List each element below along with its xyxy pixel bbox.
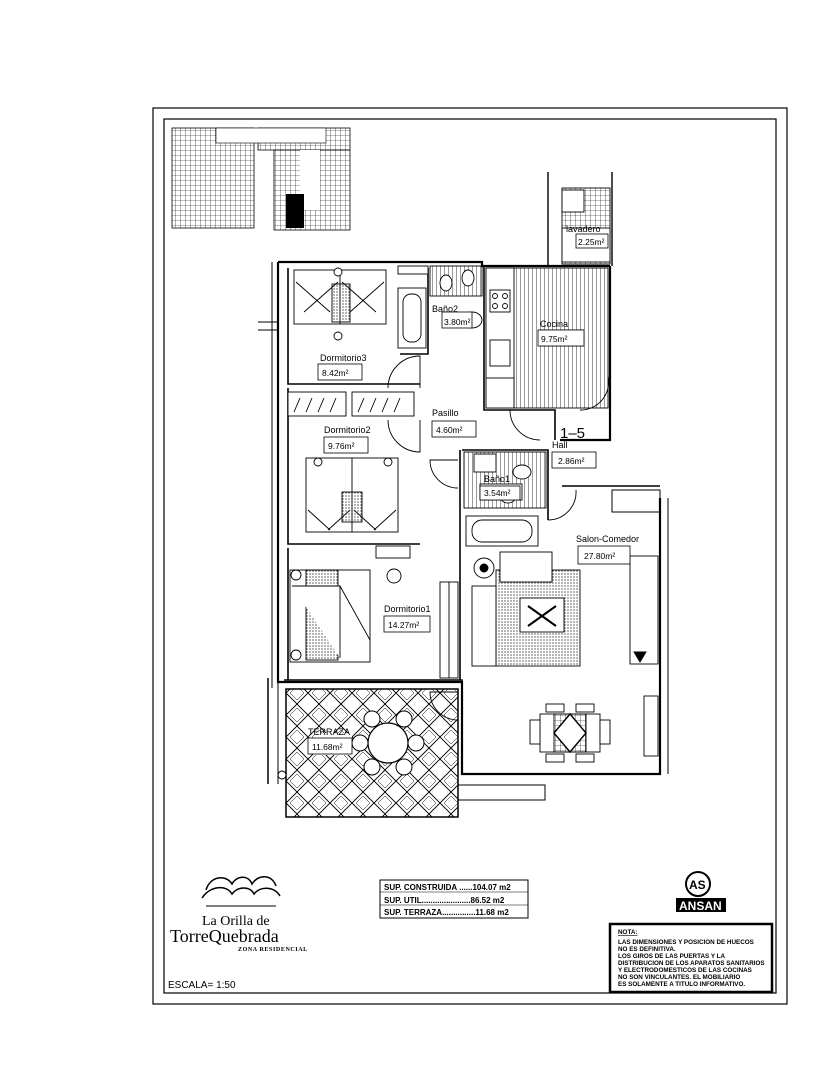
room-area-dormitorio3: 8.42m² bbox=[322, 368, 349, 378]
room-name-cocina: Cocina bbox=[540, 319, 568, 329]
dormitorio3-furniture bbox=[293, 267, 387, 341]
surface-util: SUP. UTIL......................86.52 m2 bbox=[384, 896, 505, 905]
sheet-frame bbox=[152, 107, 788, 1005]
key-plan-highlight bbox=[286, 194, 304, 228]
surface-table: SUP. CONSTRUIDA ......104.07 m2 SUP. UTI… bbox=[379, 879, 529, 919]
room-name-terraza: TERRAZA bbox=[308, 727, 350, 737]
dormitorio1-furniture bbox=[289, 569, 459, 679]
nota-line-2: NO ES DEFINITIVA. bbox=[618, 946, 676, 953]
wardrobes bbox=[287, 391, 415, 417]
room-area-salon: 27.80m² bbox=[584, 551, 615, 561]
room-area-dormitorio2: 9.76m² bbox=[328, 441, 355, 451]
key-plan bbox=[171, 127, 351, 231]
walls bbox=[258, 172, 669, 776]
nota-box: NOTA: LAS DIMENSIONES Y POSICION DE HUEC… bbox=[608, 922, 774, 994]
surface-construida: SUP. CONSTRUIDA ......104.07 m2 bbox=[384, 883, 511, 892]
room-area-terraza: 11.68m² bbox=[312, 742, 343, 752]
room-name-salon: Salon-Comedor bbox=[576, 534, 639, 544]
room-name-dormitorio3: Dormitorio3 bbox=[320, 353, 367, 363]
nota-line-1: LAS DIMENSIONES Y POSICION DE HUECOS bbox=[618, 939, 754, 946]
salon-furniture bbox=[471, 551, 659, 763]
ansan-name: ANSAN bbox=[679, 899, 722, 913]
room-area-cocina: 9.75m² bbox=[541, 334, 568, 344]
nota-line-7: ES SOLAMENTE A TITULO INFORMATIVO. bbox=[618, 981, 745, 988]
room-name-bano1: Baño1 bbox=[484, 474, 510, 484]
logo-line3: ZONA RESIDENCIAL bbox=[238, 947, 308, 953]
logo-line2: TorreQuebrada bbox=[170, 926, 279, 946]
room-area-dormitorio1: 14.27m² bbox=[388, 620, 419, 630]
room-name-lavadero: lavadero bbox=[566, 224, 601, 234]
nota-line-5: Y ELECTRODOMESTICOS DE LAS COCINAS bbox=[618, 967, 752, 974]
surface-terraza: SUP. TERRAZA...............11.68 m2 bbox=[384, 908, 509, 917]
room-area-hall: 2.86m² bbox=[558, 456, 585, 466]
unit-label: 1–5 bbox=[560, 425, 585, 442]
door-swings bbox=[387, 355, 610, 721]
nota-line-6: NO SON VINCULANTES. EL MOBILIARIO bbox=[618, 974, 740, 981]
room-name-pasillo: Pasillo bbox=[432, 408, 459, 418]
room-area-bano2: 3.80m² bbox=[444, 317, 471, 327]
room-name-dormitorio2: Dormitorio2 bbox=[324, 425, 371, 435]
nota-title: NOTA: bbox=[618, 929, 637, 936]
ansan-mark: AS bbox=[689, 878, 706, 892]
room-area-bano1: 3.54m² bbox=[484, 488, 511, 498]
nota-line-3: LOS GIROS DE LAS PUERTAS Y LA bbox=[618, 953, 726, 960]
room-area-pasillo: 4.60m² bbox=[436, 425, 463, 435]
logo-line1: La Orilla de bbox=[202, 914, 270, 929]
room-name-hall: Hall bbox=[552, 440, 568, 450]
room-name-bano2: Baño2 bbox=[432, 304, 458, 314]
ansan-logo: AS ANSAN bbox=[676, 871, 726, 913]
room-area-lavadero: 2.25m² bbox=[578, 237, 605, 247]
area-boxes bbox=[307, 233, 631, 755]
scale-label: ESCALA= 1:50 bbox=[168, 980, 236, 991]
nota-line-4: DISTRIBUCION DE LOS APARATOS SANITARIOS bbox=[618, 960, 765, 967]
development-logo: La Orilla de TorreQuebrada ZONA RESIDENC… bbox=[170, 876, 308, 953]
dormitorio2-furniture bbox=[305, 457, 411, 584]
room-name-dormitorio1: Dormitorio1 bbox=[384, 604, 431, 614]
room-labels: Dormitorio3 8.42m² Baño2 3.80m² Cocina 9… bbox=[308, 224, 639, 752]
